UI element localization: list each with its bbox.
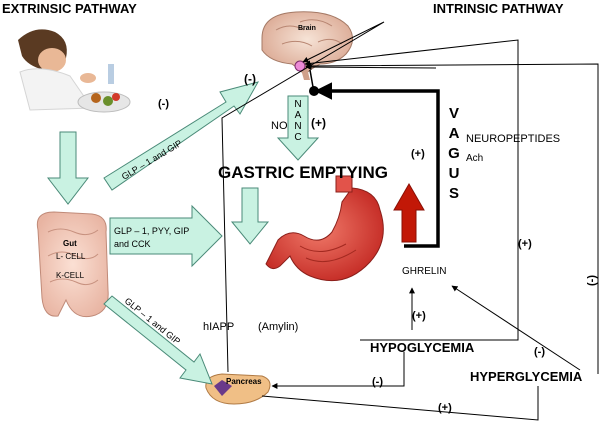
nanc-letter: C [294, 132, 301, 143]
vagus-letter: A [449, 125, 460, 142]
vagus-letters: V A G U S [448, 105, 460, 202]
nanc-letters: N A N C [294, 99, 301, 143]
nanc-letter: N [294, 99, 301, 110]
gut-to-stomach-arrow-label-2: and CCK [114, 239, 151, 249]
hyperglycemia-label: HYPERGLYCEMIA [470, 369, 583, 384]
pancreas-plus-sign: (+) [438, 402, 452, 414]
gut-to-brain-arrow-label: GLP – 1 and GIP [120, 138, 184, 182]
brain-stem-connector [309, 69, 314, 88]
gut-to-pancreas-arrow: GLP – 1 and GIP [103, 295, 213, 385]
vagus-letter: G [448, 145, 460, 162]
nanc-letter: N [294, 121, 301, 132]
vagus-letter: U [449, 165, 460, 182]
gut-brain-inhibition-sign: (-) [158, 98, 169, 110]
l-cell-label: L- CELL [56, 252, 86, 261]
hiapp-label: hIAPP [203, 321, 234, 333]
stomach-illustration [265, 175, 384, 282]
brain-illustration: Brain [261, 11, 353, 96]
ghrelin-label: GHRELIN [402, 266, 446, 277]
gut-to-stomach-arrow-label-1: GLP – 1, PYY, GIP [114, 226, 189, 236]
gut-label: Gut [63, 239, 77, 248]
hyperglycemia-ghrelin-minus-sign: (-) [534, 346, 545, 358]
right-plus-sign: (+) [518, 238, 532, 250]
emptying-to-stomach-arrow [230, 187, 270, 245]
no-label: NO [271, 120, 288, 132]
vagus-plus-sign: (+) [411, 148, 425, 160]
hypoglycemia-plus-sign: (+) [412, 310, 426, 322]
gut-to-stomach-arrow: GLP – 1, PYY, GIP and CCK [109, 204, 223, 268]
brain-label: Brain [298, 25, 316, 32]
person-eating-photo [10, 28, 131, 124]
vagus-letter: S [449, 185, 459, 202]
pancreas-illustration: Pancreas [205, 373, 271, 405]
vagus-letter: V [449, 105, 459, 122]
nanc-plus-sign: (+) [311, 116, 326, 130]
vagal-nucleus-node [309, 86, 319, 96]
gastric-emptying-label: GASTRIC EMPTYING [218, 163, 388, 182]
nanc-arrow [276, 95, 320, 161]
nanc-letter: A [295, 110, 302, 121]
vagus-loop-line [314, 82, 440, 248]
extrinsic-pathway-header: EXTRINSIC PATHWAY [2, 1, 137, 16]
intrinsic-pathway-header: INTRINSIC PATHWAY [433, 1, 564, 16]
right-minus-sign: (-) [586, 275, 598, 286]
k-cell-label: K-CELL [56, 271, 85, 280]
connector-lines [221, 21, 599, 421]
gut-illustration: Gut L- CELL K-CELL [36, 211, 109, 318]
brain-inhibition-sign: (-) [244, 72, 256, 86]
hypoglycemia-label: HYPOGLYCEMIA [370, 340, 475, 355]
amylin-label: (Amylin) [258, 321, 298, 333]
food-to-gut-arrow [46, 131, 90, 205]
ach-label: Ach [466, 153, 483, 164]
pancreas-minus-sign: (-) [372, 376, 383, 388]
red-up-arrow [393, 182, 425, 243]
neuropeptides-label: NEUROPEPTIDES [466, 133, 560, 145]
pancreas-label: Pancreas [226, 377, 262, 386]
